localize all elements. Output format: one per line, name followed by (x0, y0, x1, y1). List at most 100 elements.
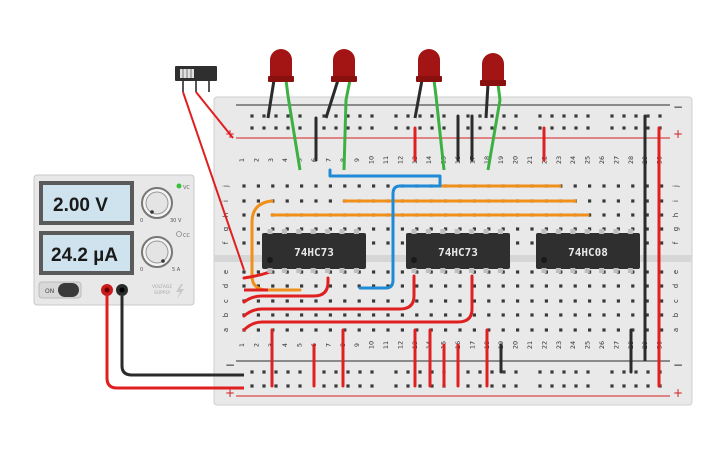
breadboard-hole[interactable] (616, 184, 620, 188)
breadboard-hole[interactable] (466, 370, 470, 374)
breadboard-hole[interactable] (400, 328, 404, 332)
breadboard-hole[interactable] (574, 114, 578, 118)
breadboard-hole[interactable] (538, 114, 542, 118)
breadboard-hole[interactable] (358, 370, 362, 374)
breadboard-hole[interactable] (285, 313, 289, 317)
breadboard-hole[interactable] (574, 384, 578, 388)
breadboard-hole[interactable] (343, 184, 347, 188)
breadboard-hole[interactable] (602, 328, 606, 332)
breadboard-hole[interactable] (418, 370, 422, 374)
breadboard-hole[interactable] (631, 184, 635, 188)
breadboard-hole[interactable] (386, 227, 390, 231)
breadboard-hole[interactable] (487, 270, 491, 274)
breadboard-hole[interactable] (530, 227, 534, 231)
breadboard-hole[interactable] (588, 299, 592, 303)
breadboard-hole[interactable] (346, 126, 350, 130)
breadboard-hole[interactable] (562, 384, 566, 388)
breadboard-hole[interactable] (271, 270, 275, 274)
breadboard-hole[interactable] (444, 270, 448, 274)
breadboard-hole[interactable] (300, 299, 304, 303)
breadboard-hole[interactable] (415, 328, 419, 332)
breadboard-hole[interactable] (406, 370, 410, 374)
breadboard-hole[interactable] (562, 126, 566, 130)
breadboard-hole[interactable] (645, 213, 649, 217)
breadboard-hole[interactable] (562, 114, 566, 118)
breadboard-hole[interactable] (314, 227, 318, 231)
breadboard-hole[interactable] (501, 270, 505, 274)
breadboard-hole[interactable] (285, 299, 289, 303)
breadboard-hole[interactable] (516, 241, 520, 245)
breadboard-hole[interactable] (400, 227, 404, 231)
breadboard-hole[interactable] (458, 313, 462, 317)
breadboard-hole[interactable] (314, 184, 318, 188)
breadboard-hole[interactable] (328, 299, 332, 303)
breadboard-hole[interactable] (286, 126, 290, 130)
voltage-knob[interactable] (141, 187, 173, 219)
breadboard-hole[interactable] (334, 370, 338, 374)
breadboard-hole[interactable] (334, 384, 338, 388)
breadboard-hole[interactable] (298, 384, 302, 388)
breadboard-hole[interactable] (487, 313, 491, 317)
breadboard-hole[interactable] (472, 270, 476, 274)
breadboard-hole[interactable] (372, 227, 376, 231)
breadboard-hole[interactable] (490, 370, 494, 374)
breadboard-hole[interactable] (573, 284, 577, 288)
breadboard-hole[interactable] (573, 299, 577, 303)
breadboard-hole[interactable] (516, 328, 520, 332)
breadboard-hole[interactable] (429, 227, 433, 231)
breadboard-hole[interactable] (256, 199, 260, 203)
breadboard-hole[interactable] (400, 270, 404, 274)
breadboard-hole[interactable] (271, 227, 275, 231)
breadboard-hole[interactable] (430, 126, 434, 130)
breadboard-hole[interactable] (658, 114, 662, 118)
breadboard-hole[interactable] (573, 184, 577, 188)
breadboard-hole[interactable] (634, 384, 638, 388)
breadboard-hole[interactable] (415, 299, 419, 303)
breadboard-hole[interactable] (487, 299, 491, 303)
breadboard-hole[interactable] (406, 126, 410, 130)
led-3[interactable] (413, 49, 446, 171)
breadboard-hole[interactable] (458, 328, 462, 332)
breadboard-hole[interactable] (242, 284, 246, 288)
breadboard-hole[interactable] (394, 384, 398, 388)
breadboard-hole[interactable] (372, 299, 376, 303)
breadboard-hole[interactable] (538, 370, 542, 374)
breadboard-hole[interactable] (645, 270, 649, 274)
breadboard-hole[interactable] (634, 114, 638, 118)
breadboard-hole[interactable] (346, 370, 350, 374)
breadboard-hole[interactable] (250, 384, 254, 388)
breadboard-hole[interactable] (645, 328, 649, 332)
breadboard-hole[interactable] (415, 313, 419, 317)
breadboard-hole[interactable] (530, 299, 534, 303)
breadboard-hole[interactable] (415, 227, 419, 231)
breadboard-hole[interactable] (256, 270, 260, 274)
breadboard-hole[interactable] (357, 299, 361, 303)
breadboard-hole[interactable] (444, 313, 448, 317)
breadboard-hole[interactable] (314, 328, 318, 332)
breadboard-hole[interactable] (394, 126, 398, 130)
breadboard-hole[interactable] (271, 284, 275, 288)
breadboard-hole[interactable] (328, 199, 332, 203)
breadboard-hole[interactable] (372, 328, 376, 332)
breadboard-hole[interactable] (328, 270, 332, 274)
breadboard-hole[interactable] (298, 126, 302, 130)
breadboard-hole[interactable] (314, 270, 318, 274)
breadboard-hole[interactable] (610, 384, 614, 388)
led-1[interactable] (266, 49, 302, 171)
breadboard-hole[interactable] (358, 126, 362, 130)
breadboard-hole[interactable] (588, 213, 592, 217)
breadboard-hole[interactable] (250, 126, 254, 130)
breadboard-hole[interactable] (372, 270, 376, 274)
breadboard-hole[interactable] (472, 328, 476, 332)
breadboard-hole[interactable] (346, 114, 350, 118)
breadboard-hole[interactable] (242, 199, 246, 203)
breadboard-hole[interactable] (550, 384, 554, 388)
breadboard-hole[interactable] (358, 114, 362, 118)
breadboard-hole[interactable] (586, 384, 590, 388)
breadboard-hole[interactable] (574, 126, 578, 130)
breadboard-hole[interactable] (442, 126, 446, 130)
breadboard-hole[interactable] (430, 370, 434, 374)
breadboard-hole[interactable] (415, 270, 419, 274)
breadboard-hole[interactable] (586, 114, 590, 118)
breadboard-hole[interactable] (631, 328, 635, 332)
